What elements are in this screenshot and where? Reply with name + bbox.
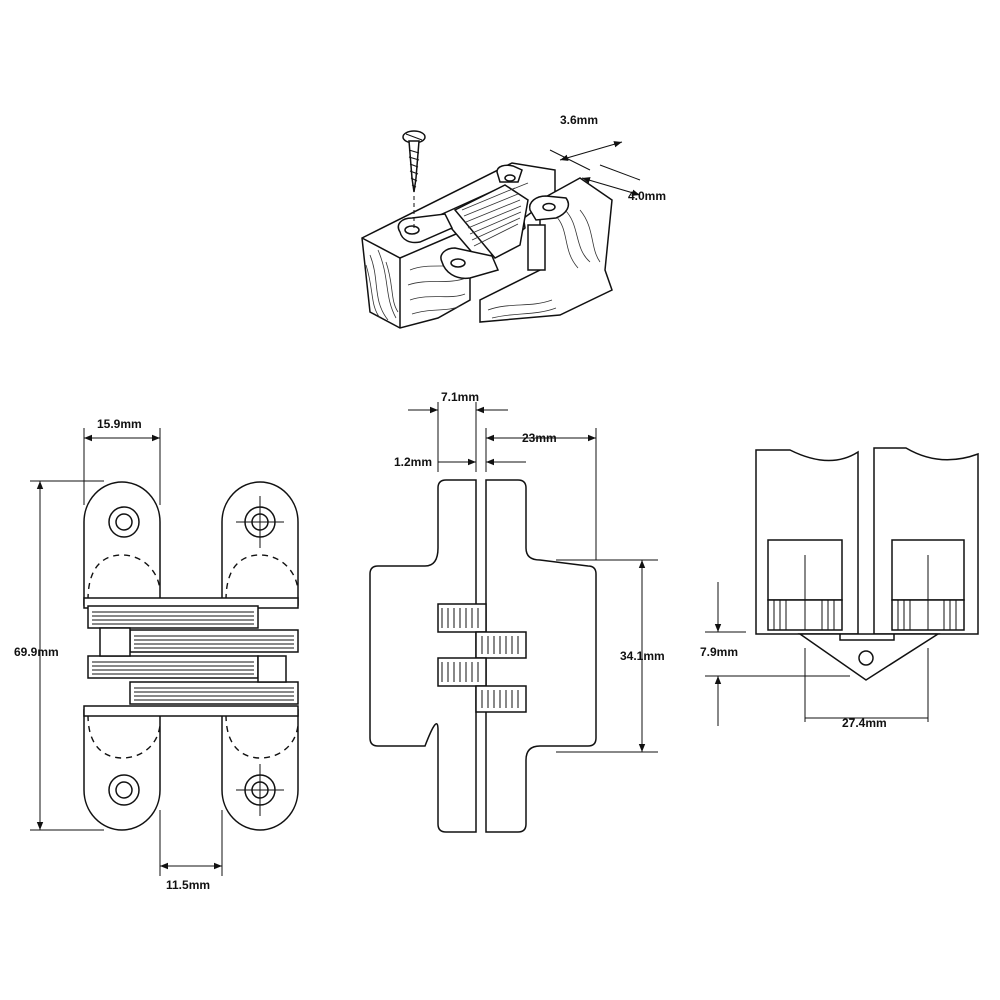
dim-side-body-height: 34.1mm <box>620 649 665 663</box>
dim-plan-offset: 7.9mm <box>700 645 738 659</box>
plan-view: 7.9mm 27.4mm <box>700 447 979 730</box>
dim-iso-gap-b: 4.0mm <box>628 189 666 203</box>
side-left-plate <box>369 479 477 833</box>
bottom-left-leaf <box>83 709 161 831</box>
side-dimension-lines <box>408 402 658 753</box>
dim-iso-gap-a: 3.6mm <box>560 113 598 127</box>
top-left-leaf <box>83 481 161 606</box>
dim-front-width: 15.9mm <box>97 417 142 431</box>
front-arm-stack <box>83 597 299 717</box>
dim-side-thickness: 7.1mm <box>441 390 479 404</box>
dim-plan-width: 27.4mm <box>842 716 887 730</box>
front-view: 15.9mm 69.9mm 11.5mm <box>14 417 299 892</box>
dim-front-height: 69.9mm <box>14 645 59 659</box>
dim-side-depth: 23mm <box>522 431 557 445</box>
side-arm-stack <box>437 603 527 713</box>
plan-dimension-lines <box>705 582 929 726</box>
isometric-installation-view: 3.6mm 4.0mm <box>361 113 666 329</box>
hinge-body-iso <box>397 164 570 280</box>
dim-front-spacing: 11.5mm <box>166 878 210 892</box>
plan-knuckle <box>797 633 941 681</box>
screw-icon <box>402 130 426 228</box>
side-right-plate <box>485 479 597 833</box>
side-view: 7.1mm 1.2mm 23mm 34.1mm <box>369 390 665 833</box>
dim-side-gap: 1.2mm <box>394 455 432 469</box>
front-dimension-lines <box>30 428 223 876</box>
iso-dimension-lines <box>549 141 641 196</box>
